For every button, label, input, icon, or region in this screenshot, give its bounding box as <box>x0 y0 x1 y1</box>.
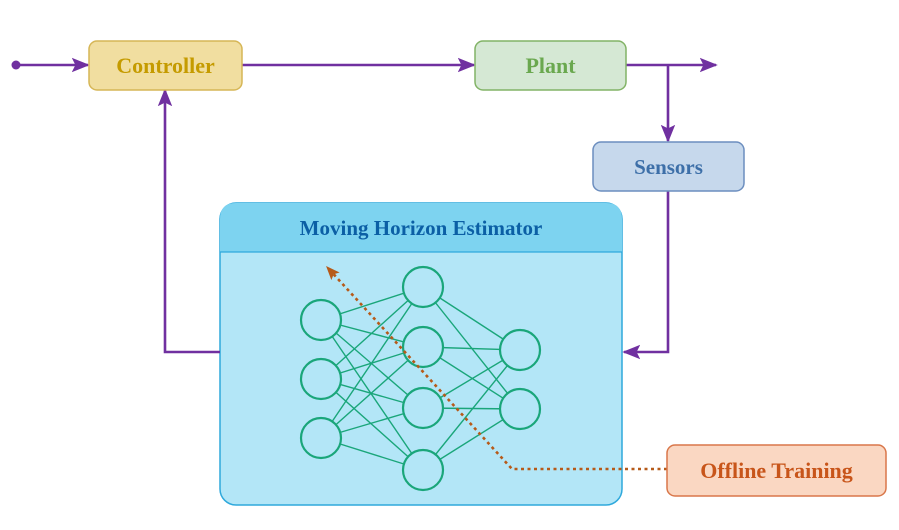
nn-neuron <box>299 298 343 342</box>
neural-network-nodes <box>299 265 542 492</box>
controller-box <box>88 40 243 91</box>
nn-neuron <box>401 448 445 492</box>
plant-box <box>474 40 627 91</box>
nn-connection <box>320 346 424 439</box>
estimator-label: Moving Horizon Estimator <box>300 216 543 240</box>
offline-training-box <box>666 444 887 497</box>
sensors-to-estimator-arrow <box>622 191 670 360</box>
nn-connection <box>320 319 424 409</box>
nn-neuron <box>498 328 542 372</box>
plant-label: Plant <box>525 53 576 78</box>
nn-connection <box>320 319 424 471</box>
offline-training-label: Offline Training <box>700 458 853 483</box>
estimator-to-controller-arrow <box>157 88 220 354</box>
signal-lines <box>11 57 718 360</box>
nn-neuron <box>401 265 445 309</box>
sensors-block: Sensors <box>592 141 745 192</box>
plant-block: Plant <box>474 40 627 91</box>
nn-neuron <box>299 357 343 401</box>
nn-neuron <box>498 387 542 431</box>
controller-block: Controller <box>88 40 243 91</box>
nn-neuron <box>401 325 445 369</box>
nn-connection <box>320 286 424 439</box>
nn-connection <box>320 378 424 471</box>
estimator-header <box>220 203 622 252</box>
sensors-label: Sensors <box>634 155 703 179</box>
sensors-box <box>592 141 745 192</box>
nn-connection <box>422 349 521 471</box>
offline-training-block: Offline Training <box>666 444 887 497</box>
nn-neuron <box>299 416 343 460</box>
controller-label: Controller <box>116 53 215 78</box>
nn-connection <box>320 286 424 380</box>
nn-neuron <box>401 386 445 430</box>
